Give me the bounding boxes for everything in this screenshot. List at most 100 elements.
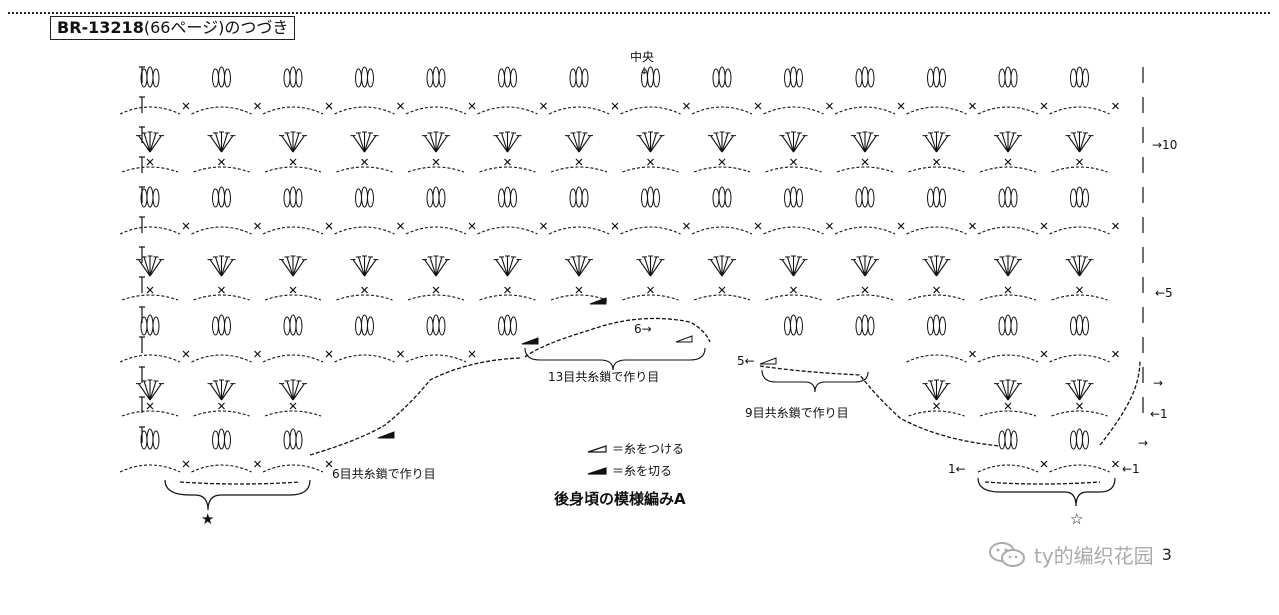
petal-cluster	[712, 66, 732, 88]
single-crochet-mark	[933, 286, 940, 294]
shell-stitch	[207, 131, 236, 153]
open-star-marker: ☆	[1070, 510, 1084, 528]
single-crochet-mark	[540, 102, 547, 110]
cut-yarn-marker	[377, 431, 395, 439]
shell-stitch	[1065, 255, 1094, 277]
single-crochet-mark	[826, 102, 833, 110]
top-dotted-rule	[8, 12, 1270, 14]
single-crochet-mark	[969, 350, 976, 358]
petal-cluster	[855, 186, 875, 208]
single-crochet-mark	[289, 286, 297, 294]
row-label-1-lower: ←1	[1122, 462, 1140, 476]
petal-cluster	[569, 186, 589, 208]
single-crochet-mark	[432, 286, 440, 294]
watermark: ty的编织花园 3	[988, 540, 1172, 569]
petal-cluster	[355, 314, 374, 336]
single-crochet-mark	[218, 158, 225, 166]
single-crochet-mark	[1112, 350, 1119, 358]
row-label-5-inner: 5←	[737, 354, 755, 368]
chain-arc	[691, 226, 753, 235]
shell-stitch	[565, 255, 593, 277]
single-crochet-mark	[969, 222, 976, 230]
single-crochet-mark	[861, 158, 869, 166]
chain-arc	[1051, 166, 1108, 173]
chain-note-center: 13目共糸鎖で作り目	[548, 370, 660, 384]
shell-stitch	[994, 255, 1022, 277]
chain-arc	[405, 354, 467, 363]
single-crochet-mark	[540, 222, 547, 230]
shell-stitch	[779, 255, 808, 277]
single-crochet-mark	[504, 158, 511, 166]
single-crochet-mark	[254, 102, 261, 110]
join-yarn-marker	[675, 335, 693, 343]
chain-edge	[524, 317, 711, 358]
single-crochet-mark	[289, 158, 297, 166]
single-crochet-mark	[897, 222, 905, 230]
chain-edge	[309, 357, 521, 456]
chain-arc	[477, 226, 538, 235]
row-label-1-upper: ←1	[1150, 407, 1168, 421]
petal-cluster	[784, 186, 803, 208]
petal-cluster	[855, 66, 875, 88]
single-crochet-mark	[182, 222, 190, 230]
chain-arc	[906, 226, 967, 235]
chain-arc	[1051, 294, 1108, 301]
chain-arc	[405, 226, 467, 235]
single-crochet-mark	[897, 102, 905, 110]
shell-stitch	[422, 131, 450, 153]
petal-cluster	[855, 314, 875, 336]
chain-arc	[622, 294, 679, 301]
row-label-5: ←5	[1155, 286, 1173, 300]
chain-arc	[979, 166, 1037, 173]
single-crochet-mark	[683, 222, 690, 230]
chain-arc	[119, 354, 181, 363]
chain-arc	[264, 294, 322, 301]
shell-stitch	[136, 379, 164, 401]
chain-arc	[977, 354, 1039, 363]
shell-stitch	[350, 131, 379, 153]
single-crochet-mark	[1112, 460, 1119, 468]
single-crochet-mark	[1076, 286, 1083, 294]
chain-arc	[1051, 410, 1108, 417]
chain-brace-right	[761, 369, 869, 393]
row-arrow-right-a: →	[1153, 376, 1164, 390]
chain-arc	[262, 226, 324, 235]
chain-arc	[336, 294, 393, 301]
petal-cluster	[212, 314, 231, 336]
chain-note-right: 9目共糸鎖で作り目	[745, 406, 849, 420]
shell-stitch	[851, 255, 879, 277]
chain-arc	[191, 106, 252, 115]
chain-arc	[119, 106, 181, 115]
petal-cluster	[426, 186, 446, 208]
chain-arc	[334, 226, 395, 235]
shell-stitch	[636, 131, 665, 153]
chain-arc	[548, 226, 610, 235]
shell-stitch	[350, 255, 379, 277]
petal-cluster	[927, 314, 946, 336]
legend-join: ＝糸をつける	[586, 440, 684, 457]
petal-cluster	[784, 66, 803, 88]
petal-cluster	[1070, 314, 1089, 336]
single-crochet-mark	[790, 286, 797, 294]
single-crochet-mark	[397, 102, 404, 110]
chain-arc	[906, 354, 967, 363]
shell-stitch	[136, 131, 164, 153]
watermark-fragment: 3	[1161, 545, 1172, 564]
petal-cluster	[998, 314, 1018, 336]
petal-cluster	[212, 66, 231, 88]
chain-arc	[765, 166, 822, 173]
shell-stitch	[708, 131, 736, 153]
single-crochet-mark	[1004, 158, 1012, 166]
center-arrow-icon: ↓	[640, 66, 649, 77]
single-crochet-mark	[325, 102, 333, 110]
continuation-note: (66ページ)のつづき	[143, 18, 289, 37]
chain-arc	[407, 166, 465, 173]
shell-stitch	[1065, 379, 1094, 401]
chain-edge	[984, 481, 1101, 485]
petal-cluster	[212, 186, 231, 208]
single-crochet-mark	[1004, 286, 1012, 294]
chain-arc	[121, 294, 179, 301]
shell-stitch	[851, 131, 879, 153]
shell-stitch	[136, 255, 164, 277]
chain-arc	[836, 294, 894, 301]
